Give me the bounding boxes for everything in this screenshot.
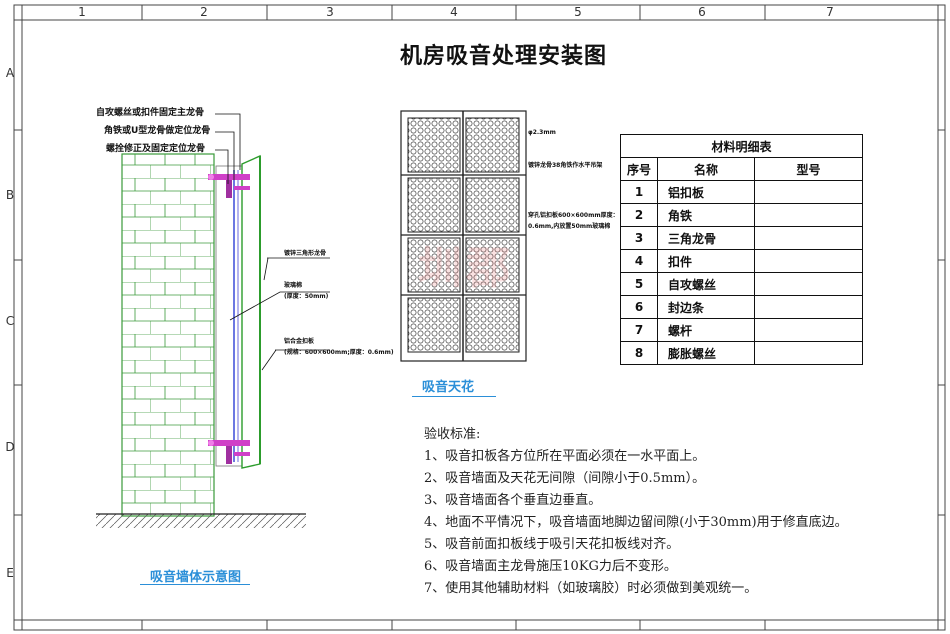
grid-col-2: 2 — [200, 5, 208, 19]
row-model — [754, 180, 863, 204]
row-model — [754, 295, 863, 319]
ceiling-caption-underline — [412, 396, 496, 397]
table-row: 6 封边条 — [620, 295, 863, 319]
drawing-title: 机房吸音处理安装图 — [400, 44, 608, 69]
material-table-title: 材料明细表 — [620, 134, 863, 158]
table-row: 3 三角龙骨 — [620, 226, 863, 250]
table-row: 1 铝扣板 — [620, 180, 863, 204]
label-triangle-keel: 镀锌三角形龙骨 — [284, 250, 327, 257]
material-table-title-row: 材料明细表 — [620, 134, 863, 158]
label-ceiling-keel: 镀锌龙骨38角铁作水平吊架 — [528, 162, 603, 169]
label-aluminum-panel: 铝合金扣板 — [284, 338, 315, 345]
row-name: 三角龙骨 — [657, 226, 755, 250]
table-row: 4 扣件 — [620, 249, 863, 273]
row-no: 8 — [620, 341, 658, 365]
row-name: 封边条 — [657, 295, 755, 319]
table-row: 8 膨胀螺丝 — [620, 341, 863, 365]
row-model — [754, 272, 863, 296]
grid-col-3: 3 — [326, 5, 334, 19]
label-glass-wool: 玻璃棉 — [284, 282, 303, 289]
row-model — [754, 249, 863, 273]
header-name: 名称 — [657, 157, 755, 181]
label-angle-keel: 角铁或U型龙骨做定位龙骨 — [104, 126, 211, 136]
table-row: 7 螺杆 — [620, 318, 863, 342]
acoustic-ceiling-plan — [400, 110, 527, 362]
grid-col-7: 7 — [826, 5, 834, 19]
acceptance-item: 2、吸音墙面及天花无间隙（间隙小于0.5mm）。 — [424, 471, 706, 486]
acceptance-item: 7、使用其他辅助材料（如玻璃胶）时必须做到美观统一。 — [424, 581, 758, 596]
row-name: 膨胀螺丝 — [657, 341, 755, 365]
acceptance-item: 6、吸音墙面主龙骨施压10KG力后不变形。 — [424, 559, 677, 574]
table-row: 2 角铁 — [620, 203, 863, 227]
row-name: 螺杆 — [657, 318, 755, 342]
acceptance-item: 5、吸音前面扣板线于吸引天花扣板线对齐。 — [424, 537, 680, 552]
grid-row-d: D — [5, 440, 15, 454]
row-no: 6 — [620, 295, 658, 319]
row-no: 7 — [620, 318, 658, 342]
row-name: 铝扣板 — [657, 180, 755, 204]
acceptance-item: 3、吸音墙面各个垂直边垂直。 — [424, 493, 602, 508]
grid-row-e: E — [6, 566, 14, 580]
wall-caption: 吸音墙体示意图 — [150, 570, 242, 585]
watermark-text: 圳郡 — [418, 243, 514, 294]
label-perforated-panel: 穿孔铝扣板600×600mm厚度： — [528, 212, 619, 219]
row-name: 自攻螺丝 — [657, 272, 755, 296]
label-bolt-keel: 螺拴修正及固定定位龙骨 — [106, 144, 206, 154]
header-no: 序号 — [620, 157, 658, 181]
grid-col-1: 1 — [78, 5, 86, 19]
label-aluminum-panel-spec: (规格：600×600mm;厚度：0.6mm) — [284, 349, 394, 356]
grid-row-c: C — [5, 314, 15, 328]
acceptance-item: 1、吸音扣板各方位所在平面必须在一水平面上。 — [424, 449, 706, 464]
acceptance-notes: 验收标准: 1、吸音扣板各方位所在平面必须在一水平面上。 2、吸音墙面及天花无间… — [424, 424, 848, 600]
grid-col-6: 6 — [698, 5, 706, 19]
label-screw-keel: 自攻螺丝或扣件固定主龙骨 — [96, 108, 205, 118]
grid-col-4: 4 — [450, 5, 458, 19]
acceptance-heading: 验收标准: — [424, 427, 481, 442]
table-row: 5 自攻螺丝 — [620, 272, 863, 296]
label-perforated-panel-spec: 0.6mm,内放置50mm玻璃棉 — [528, 223, 611, 230]
row-model — [754, 341, 863, 365]
label-diameter: φ2.3mm — [528, 129, 556, 136]
row-no: 1 — [620, 180, 658, 204]
grid-row-a: A — [5, 66, 15, 80]
header-model: 型号 — [754, 157, 863, 181]
row-no: 3 — [620, 226, 658, 250]
grid-col-5: 5 — [574, 5, 582, 19]
material-table-header: 序号 名称 型号 — [620, 157, 863, 181]
row-name: 角铁 — [657, 203, 755, 227]
acceptance-item: 4、地面不平情况下，吸音墙面地脚边留间隙(小于30mm)用于修直底边。 — [424, 515, 848, 530]
ceiling-caption: 吸音天花 — [422, 380, 475, 395]
row-name: 扣件 — [657, 249, 755, 273]
label-glass-wool-spec: (厚度：50mm) — [284, 293, 329, 300]
row-model — [754, 226, 863, 250]
row-no: 5 — [620, 272, 658, 296]
row-no: 2 — [620, 203, 658, 227]
row-model — [754, 318, 863, 342]
grid-row-b: B — [5, 188, 15, 202]
acoustic-wall-section — [96, 113, 330, 528]
wall-caption-underline — [140, 584, 250, 585]
row-no: 4 — [620, 249, 658, 273]
material-table: 材料明细表 序号 名称 型号 1 铝扣板 2 角铁 3 三角龙骨 4 扣件 5 … — [620, 134, 863, 365]
row-model — [754, 203, 863, 227]
